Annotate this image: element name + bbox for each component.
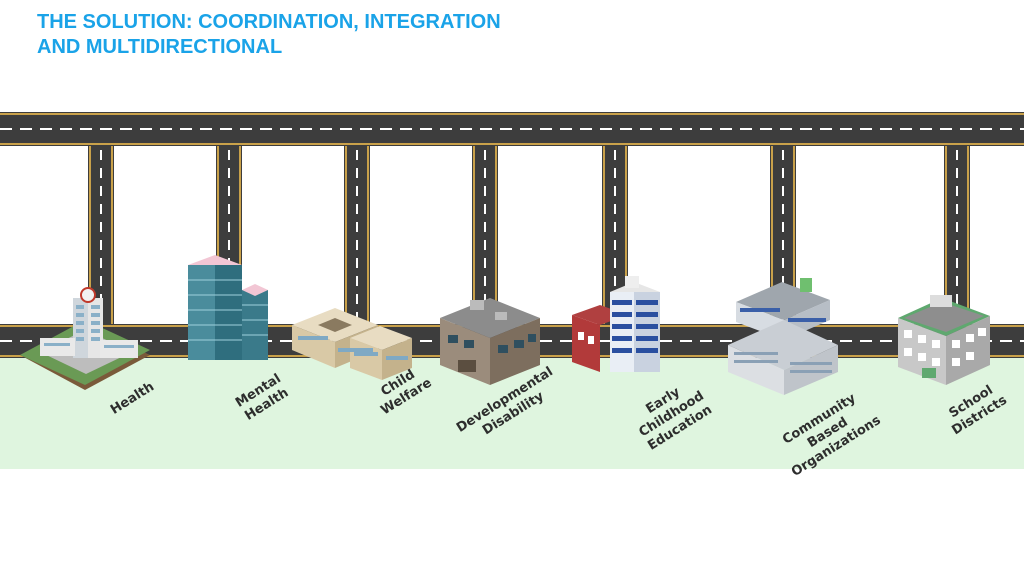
early-childhood-building-icon <box>572 276 660 372</box>
hospital-building-icon <box>20 287 150 390</box>
community-organizations-building-icon <box>728 278 838 395</box>
title-line-1: THE SOLUTION: COORDINATION, INTEGRATION <box>37 11 501 33</box>
child-welfare-building-icon <box>292 308 412 380</box>
top-highway <box>0 112 1024 146</box>
page-title: THE SOLUTION: COORDINATION, INTEGRATION … <box>37 10 501 60</box>
developmental-disability-building-icon <box>440 298 540 385</box>
school-building-icon <box>898 295 990 385</box>
title-line-2: AND MULTIDIRECTIONAL <box>37 36 283 58</box>
glass-tower-icon <box>188 255 268 360</box>
